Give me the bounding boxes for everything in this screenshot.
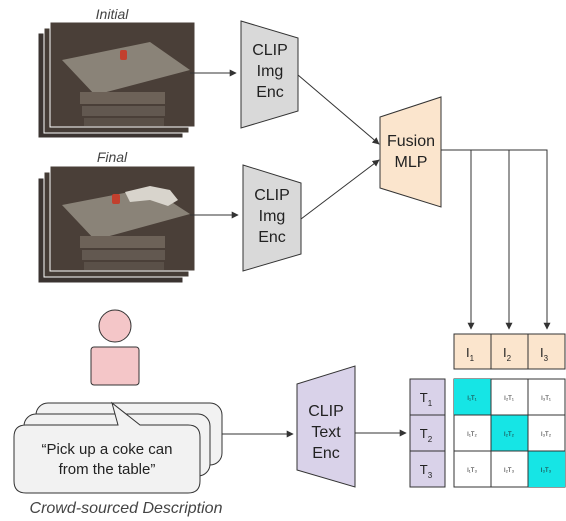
clip-img-encoder-top: CLIP Img Enc [240, 20, 299, 129]
matrix-cell-21: I₁T₂ [467, 432, 477, 438]
matrix-cell-33: I₃T₃ [541, 468, 552, 474]
image-embedding-3: I3 [527, 333, 566, 370]
encoder-top-line1: CLIP [252, 42, 288, 59]
encoder-bottom-line1: CLIP [254, 187, 290, 204]
similarity-matrix: I₁T₁ I₂T₁ I₃T₁ I₁T₂ I₂T₂ I₃T₂ I₁T₃ I₂T₃ … [453, 378, 566, 488]
svg-text:I2: I2 [503, 345, 512, 363]
matrix-cell-12: I₂T₁ [504, 396, 514, 402]
matrix-highlight-33 [528, 451, 565, 487]
final-label: Final [97, 149, 128, 165]
encoder-top-line3: Enc [256, 84, 284, 101]
matrix-highlight-11 [454, 379, 491, 415]
matrix-cell-22: I₂T₂ [504, 432, 515, 438]
encoder-top-line2: Img [257, 63, 284, 80]
image-embedding-1: I1 [453, 333, 492, 370]
final-frame-image [49, 165, 196, 272]
image-embedding-2: I2 [490, 333, 529, 370]
clip-text-encoder: CLIP Text Enc [296, 365, 356, 488]
matrix-highlight-22 [491, 415, 528, 451]
matrix-cell-13: I₃T₁ [541, 396, 551, 402]
svg-text:T3: T3 [420, 462, 433, 480]
text-embedding-3: T3 [409, 450, 446, 488]
coke-can-final [112, 194, 120, 204]
coke-can-initial [120, 50, 127, 60]
svg-text:I1: I1 [466, 345, 475, 363]
person-icon [90, 309, 140, 386]
text-embedding-2: T2 [409, 414, 446, 452]
final-frame-stack [37, 165, 196, 284]
speech-bubble [13, 401, 201, 494]
clip-img-encoder-bottom: CLIP Img Enc [242, 164, 302, 272]
speech-bubble-stack: “Pick up a coke can from the table” [13, 401, 223, 494]
svg-text:T2: T2 [420, 426, 433, 444]
text-embedding-1: T1 [409, 378, 446, 416]
matrix-cell-11: I₁T₁ [467, 396, 476, 402]
text-enc-line3: Enc [312, 445, 340, 462]
initial-frame-stack [37, 21, 196, 139]
speech-line1: “Pick up a coke can [42, 441, 173, 458]
fusion-line2: MLP [395, 154, 428, 171]
initial-label: Initial [96, 6, 130, 22]
fusion-mlp: Fusion MLP [379, 96, 442, 208]
text-enc-line2: Text [311, 424, 341, 441]
matrix-cell-23: I₃T₂ [541, 432, 552, 438]
encoder-bottom-line3: Enc [258, 229, 286, 246]
matrix-cell-31: I₁T₃ [467, 468, 477, 474]
caption-crowd-sourced: Crowd-sourced Description [30, 500, 223, 517]
initial-frame-image [49, 21, 196, 128]
fusion-line1: Fusion [387, 133, 435, 150]
text-embeddings: T1 T2 T3 [409, 378, 446, 488]
text-enc-line1: CLIP [308, 403, 344, 420]
encoder-bottom-line2: Img [259, 208, 286, 225]
robot-arm [125, 186, 178, 206]
matrix-cell-32: I₂T₃ [504, 468, 515, 474]
speech-line2: from the table” [59, 461, 156, 478]
svg-text:T1: T1 [420, 390, 433, 408]
svg-text:I3: I3 [540, 345, 549, 363]
image-embeddings: I1 I2 I3 [453, 333, 566, 370]
